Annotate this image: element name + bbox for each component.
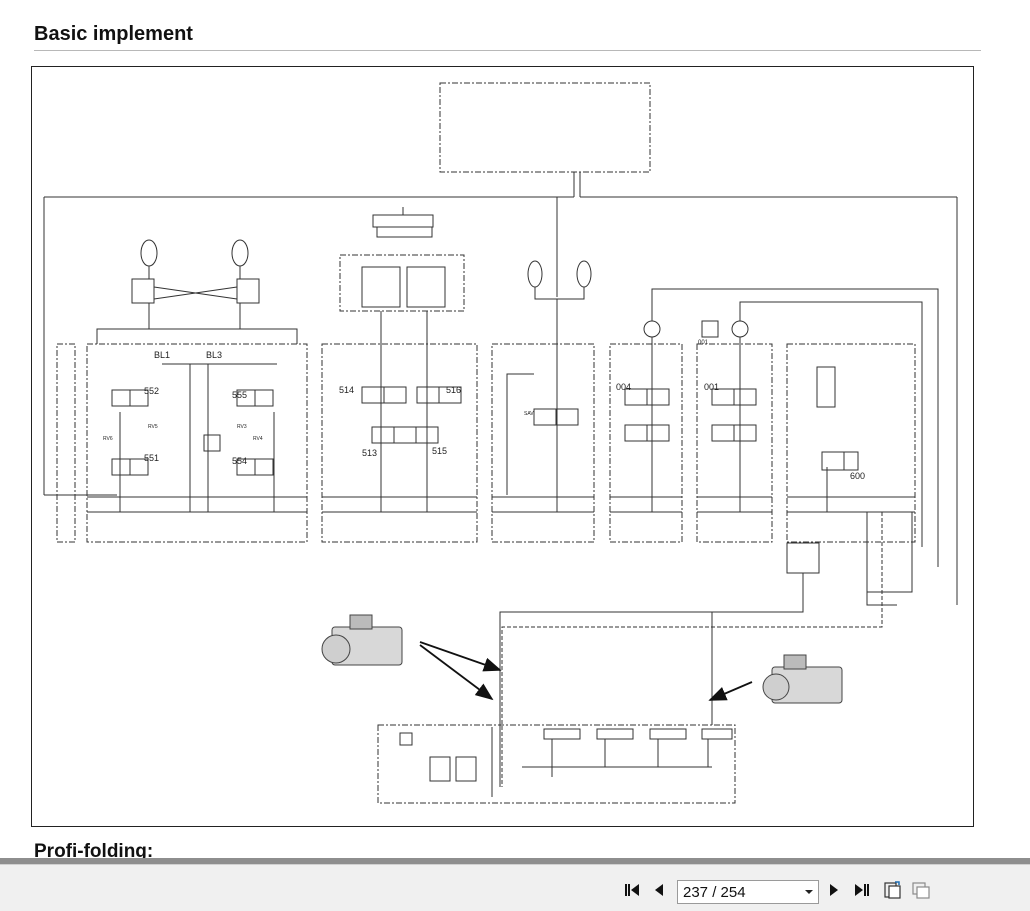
label-515: 515 (432, 446, 447, 456)
previous-page-button[interactable] (648, 879, 670, 901)
last-page-button[interactable] (851, 879, 873, 901)
title-rule (34, 50, 981, 51)
page-divider (0, 858, 1030, 864)
label-600: 600 (850, 471, 865, 481)
page-layout-icon (884, 881, 901, 899)
label-513: 513 (362, 448, 377, 458)
label-rv4: RV4 (253, 436, 263, 442)
next-page-button[interactable] (823, 879, 845, 901)
next-page-icon (830, 884, 838, 896)
label-551: 551 (144, 453, 159, 463)
last-page-icon (855, 884, 869, 896)
label-rv5: RV5 (148, 424, 158, 430)
first-page-icon (625, 884, 639, 896)
next-section-title: Profi-folding: (34, 841, 154, 858)
label-bl1: BL1 (154, 350, 170, 360)
label-554: 554 (232, 456, 247, 466)
label-bl3: BL3 (206, 350, 222, 360)
label-004: 004 (616, 382, 631, 392)
label-sav: SAV (524, 411, 534, 417)
chevron-down-icon (800, 889, 818, 895)
label-001-top: 001 (698, 340, 709, 346)
page-number-select[interactable]: 237 / 254 (677, 880, 819, 904)
page-layout-button[interactable] (882, 879, 904, 901)
label-514: 514 (339, 385, 354, 395)
label-516: 516 (446, 385, 461, 395)
thumbnails-button[interactable] (910, 879, 932, 901)
document-page: Basic implement (31, 23, 981, 858)
pdf-viewer-toolbar: 237 / 254 (0, 864, 1030, 911)
pump-photo-left (321, 614, 403, 666)
label-rv3: RV3 (237, 424, 247, 430)
previous-page-icon (655, 884, 663, 896)
hydraulic-schematic: BL1 BL3 552 555 551 554 RV5 RV3 RV6 RV4 … (43, 82, 958, 804)
label-552: 552 (144, 386, 159, 396)
section-title: Basic implement (34, 23, 193, 45)
first-page-button[interactable] (621, 879, 643, 901)
label-555: 555 (232, 390, 247, 400)
thumbnails-icon (912, 882, 930, 899)
hydraulic-diagram: BL1 BL3 552 555 551 554 RV5 RV3 RV6 RV4 … (31, 66, 974, 827)
pump-photo-right (762, 654, 843, 704)
page-indicator: 237 / 254 (683, 883, 746, 901)
label-001: 001 (704, 382, 719, 392)
label-rv6: RV6 (103, 436, 113, 442)
